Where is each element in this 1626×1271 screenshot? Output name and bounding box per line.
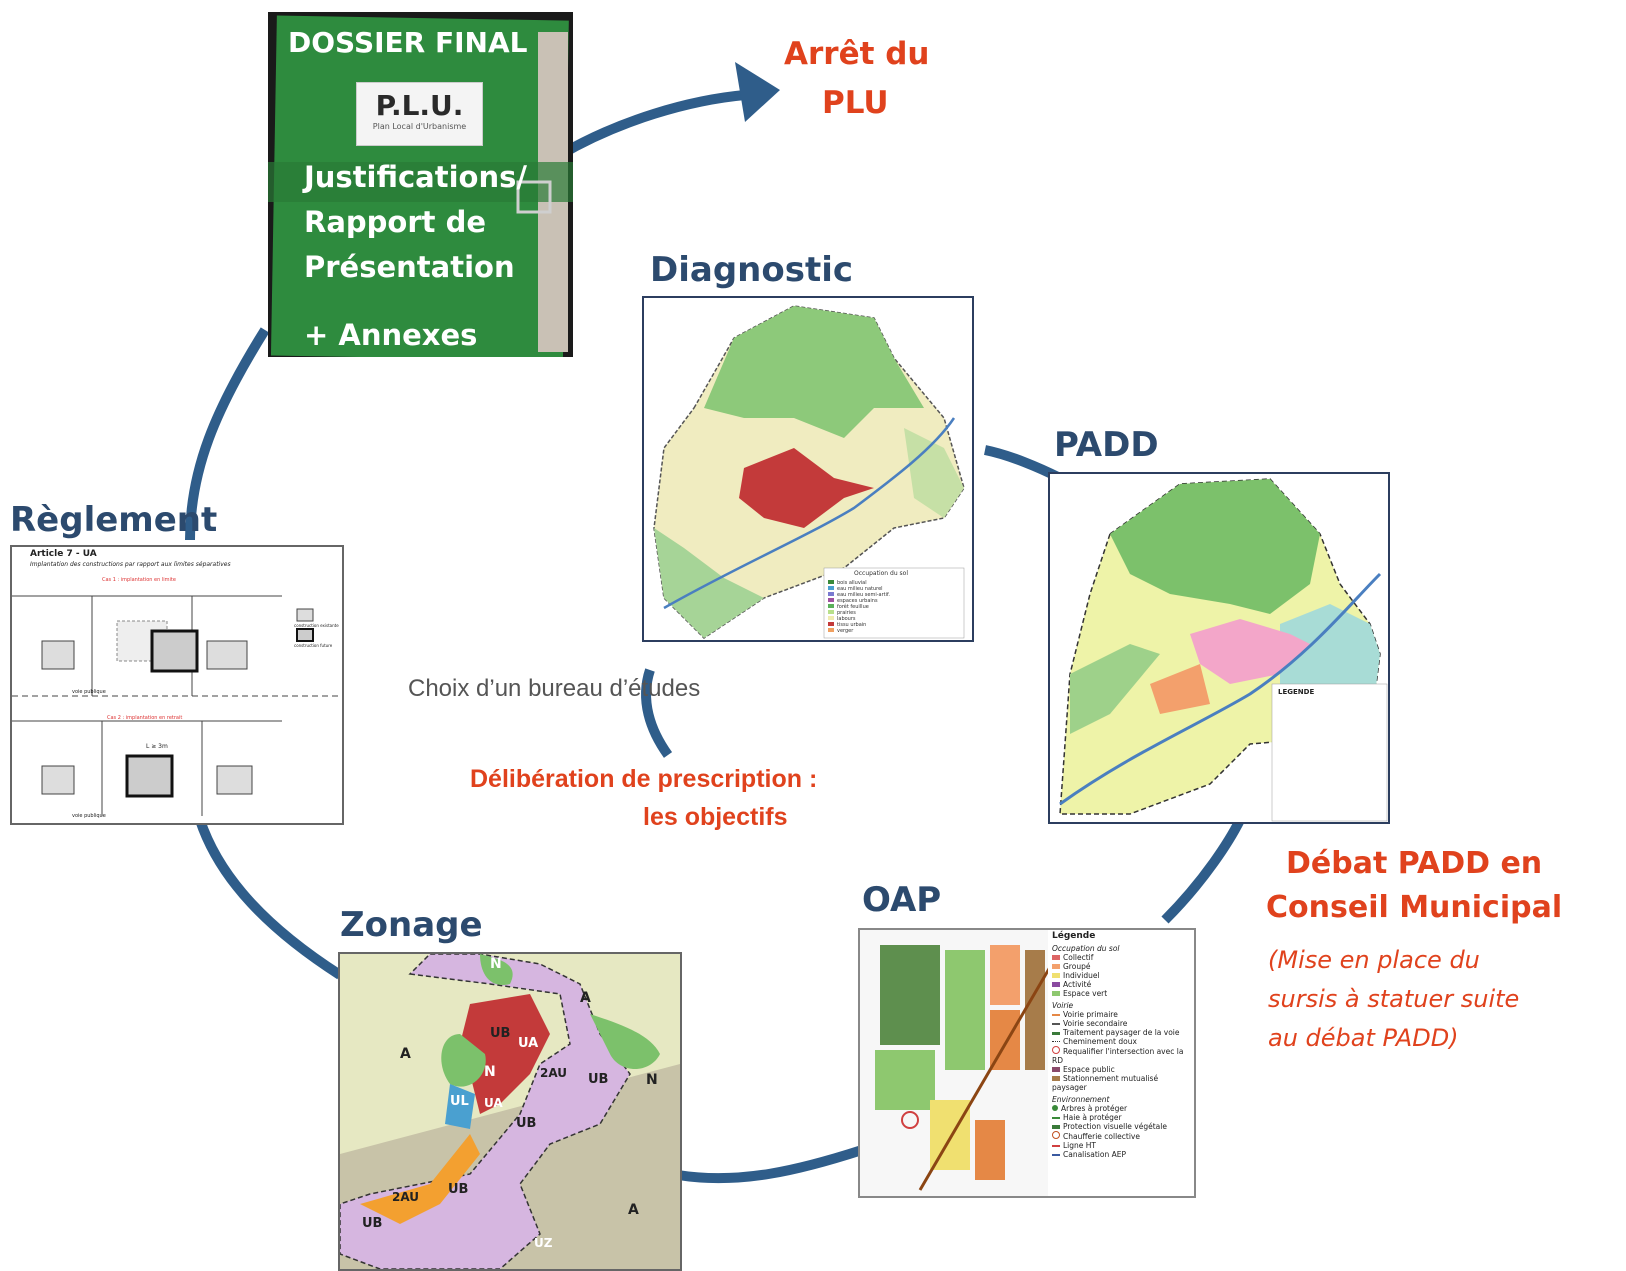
- reglement-case1: Cas 1 : implantation en limite: [102, 577, 176, 583]
- legend-item: eau milieu naturel: [828, 586, 890, 592]
- legend-item: Canalisation AEP: [1052, 1150, 1192, 1159]
- legend-item: tissu urbain: [828, 622, 890, 628]
- debat-note2: sursis à statuer suite: [1268, 985, 1520, 1013]
- zone-label: UB: [362, 1216, 383, 1231]
- legend-item: Requalifier l'intersection avec la RD: [1052, 1046, 1184, 1065]
- step-reglement: Règlement: [10, 500, 218, 540]
- dossier-line3: Présentation: [304, 250, 515, 284]
- legend-item: Collectif: [1052, 953, 1192, 962]
- step-zonage: Zonage: [340, 905, 483, 945]
- zonage-map: N A UB UA N 2AU UB N UL UA UB A 2AU UB U…: [338, 952, 682, 1271]
- oap-legend: Légende Occupation du sol Collectif Grou…: [1052, 932, 1192, 1159]
- legend-item: Traitement paysager de la voie: [1052, 1028, 1192, 1037]
- reglement-dim: L ≥ 3m: [146, 743, 168, 750]
- oap-legend-title: Légende: [1052, 931, 1096, 941]
- reglement-title: Article 7 - UA: [30, 549, 97, 559]
- arret-line1: Arrêt du: [784, 36, 930, 72]
- plu-label: P.L.U. Plan Local d'Urbanisme: [356, 82, 483, 146]
- zone-label: UA: [518, 1036, 539, 1051]
- dossier-title: DOSSIER FINAL: [288, 26, 528, 59]
- reglement-legend1: construction existante: [294, 623, 339, 628]
- step-oap: OAP: [862, 880, 942, 920]
- oap-map: Légende Occupation du sol Collectif Grou…: [858, 928, 1196, 1198]
- zone-label: A: [580, 990, 591, 1006]
- padd-legend-title: LEGENDE: [1278, 688, 1315, 696]
- zone-label: UB: [490, 1026, 511, 1041]
- oap-section2: Voirie: [1052, 1001, 1074, 1010]
- plu-logo: P.L.U.: [375, 89, 464, 122]
- legend-item: Voirie secondaire: [1052, 1019, 1192, 1028]
- diagnostic-legend-title: Occupation du sol: [854, 570, 908, 577]
- step-padd: PADD: [1054, 425, 1159, 465]
- zone-label: UL: [450, 1094, 469, 1109]
- zone-label: N: [646, 1072, 658, 1088]
- dossier-line1: Justifications/: [304, 160, 527, 194]
- legend-item: Espace vert: [1052, 989, 1192, 998]
- padd-map: LEGENDE: [1048, 472, 1390, 824]
- legend-item: prairies: [828, 610, 890, 616]
- debat-line1: Débat PADD en: [1286, 846, 1543, 881]
- zone-label: A: [400, 1046, 411, 1062]
- legend-item: forêt feuillue: [828, 604, 890, 610]
- zone-label: 2AU: [392, 1190, 420, 1204]
- zone-label: UB: [588, 1072, 609, 1087]
- folder-graphic: [268, 12, 573, 361]
- reglement-legend2: construction future: [294, 643, 333, 648]
- oap-section3: Environnement: [1052, 1095, 1110, 1104]
- legend-item: Voirie primaire: [1052, 1010, 1192, 1019]
- zone-label: UB: [516, 1116, 537, 1131]
- reglement-road2: voie publique: [72, 813, 106, 819]
- reglement-case2: Cas 2 : implantation en retrait: [107, 715, 183, 721]
- diagnostic-legend: bois alluvial eau milieu naturel eau mil…: [828, 580, 890, 634]
- legend-item: verger: [828, 628, 890, 634]
- legend-item: Haie à protéger: [1052, 1113, 1192, 1122]
- legend-item: Stationnement mutualisé paysager: [1052, 1074, 1159, 1092]
- legend-item: labours: [828, 616, 890, 622]
- debat-line2: Conseil Municipal: [1266, 890, 1563, 925]
- oap-section1: Occupation du sol: [1052, 944, 1120, 953]
- legend-item: Chaufferie collective: [1052, 1131, 1192, 1141]
- legend-item: Activité: [1052, 980, 1192, 989]
- legend-item: eau milieu semi-artif.: [828, 592, 890, 598]
- legend-item: Protection visuelle végétale: [1052, 1122, 1192, 1131]
- reglement-document: Article 7 - UA Implantation des construc…: [10, 545, 344, 825]
- choix-bureau-text: Choix d’un bureau d’études: [408, 675, 701, 702]
- legend-item: espaces urbains: [828, 598, 890, 604]
- legend-item: Individuel: [1052, 971, 1192, 980]
- zone-label: A: [628, 1202, 639, 1218]
- deliberation-line2: les objectifs: [643, 803, 788, 831]
- diagnostic-map: Occupation du sol bois alluvial eau mili…: [642, 296, 974, 642]
- dossier-line2: Rapport de: [304, 205, 487, 239]
- debat-note1: (Mise en place du: [1268, 946, 1480, 974]
- reglement-subtitle: Implantation des constructions par rappo…: [30, 561, 231, 568]
- legend-item: Espace public: [1052, 1065, 1192, 1074]
- zone-label: UZ: [534, 1236, 553, 1250]
- dossier-folder: DOSSIER FINAL P.L.U. Plan Local d'Urbani…: [268, 12, 573, 361]
- legend-item: Ligne HT: [1052, 1141, 1192, 1150]
- zone-label: UA: [484, 1096, 503, 1110]
- zone-label: N: [490, 956, 502, 972]
- zone-label: 2AU: [540, 1066, 568, 1080]
- legend-item: bois alluvial: [828, 580, 890, 586]
- step-diagnostic: Diagnostic: [650, 250, 854, 290]
- legend-item: Groupé: [1052, 962, 1192, 971]
- dossier-line4: + Annexes: [304, 318, 478, 352]
- deliberation-line1: Délibération de prescription :: [470, 765, 818, 793]
- reglement-road1: voie publique: [72, 689, 106, 695]
- plu-logo-sub: Plan Local d'Urbanisme: [372, 122, 467, 131]
- zone-label: UB: [448, 1182, 469, 1197]
- legend-item: Arbres à protéger: [1052, 1104, 1192, 1113]
- zone-label: N: [484, 1064, 496, 1080]
- debat-note3: au débat PADD): [1268, 1024, 1459, 1052]
- arret-line2: PLU: [822, 85, 889, 121]
- legend-item: Cheminement doux: [1052, 1037, 1192, 1046]
